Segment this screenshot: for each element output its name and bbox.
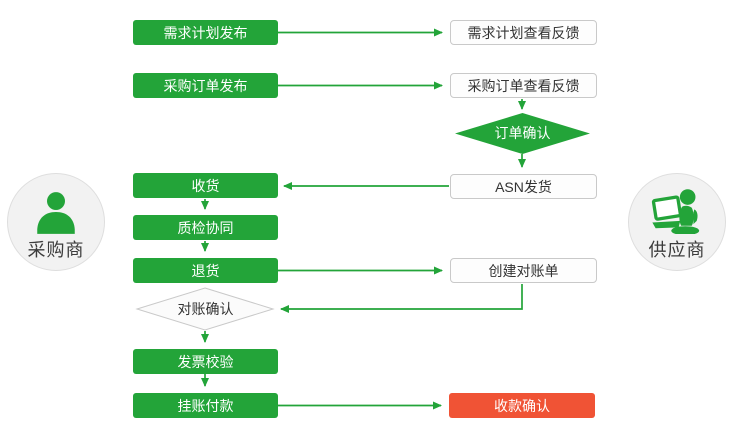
label-order-confirm: 订单确认 bbox=[494, 125, 551, 141]
node-payment-on-account: 挂账付款 bbox=[133, 393, 278, 418]
arrow-statement-to-confirm bbox=[280, 284, 523, 313]
actor-supplier: 供应商 bbox=[628, 173, 726, 271]
node-demand-plan-feedback: 需求计划查看反馈 bbox=[450, 20, 597, 45]
node-asn-ship: ASN发货 bbox=[450, 174, 597, 199]
node-demand-plan-publish: 需求计划发布 bbox=[133, 20, 278, 45]
node-invoice-check: 发票校验 bbox=[133, 349, 278, 374]
person-laptop-icon bbox=[650, 188, 704, 236]
node-receive: 收货 bbox=[133, 173, 278, 198]
actor-buyer-label: 采购商 bbox=[27, 240, 85, 260]
node-collection-confirm: 收款确认 bbox=[449, 393, 595, 418]
node-return-goods: 退货 bbox=[133, 258, 278, 283]
person-icon bbox=[31, 190, 81, 234]
actor-buyer: 采购商 bbox=[7, 173, 105, 271]
node-quality-collab: 质检协同 bbox=[133, 215, 278, 240]
node-po-publish: 采购订单发布 bbox=[133, 73, 278, 98]
label-statement-confirm: 对账确认 bbox=[177, 301, 234, 317]
actor-supplier-label: 供应商 bbox=[648, 240, 706, 260]
node-create-statement: 创建对账单 bbox=[450, 258, 597, 283]
node-po-feedback: 采购订单查看反馈 bbox=[450, 73, 597, 98]
